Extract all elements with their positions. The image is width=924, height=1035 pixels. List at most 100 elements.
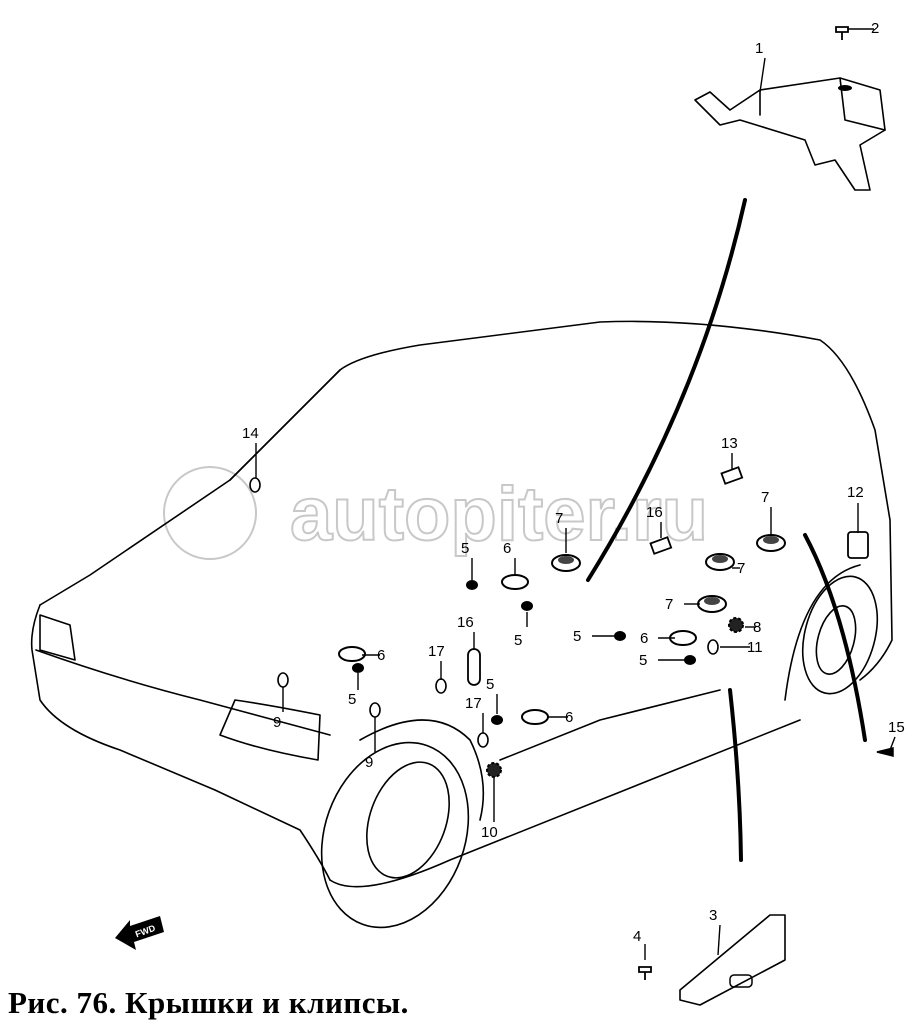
callout-number: 6 [377, 647, 385, 664]
callout-13: 13 [721, 435, 738, 470]
callout-6: 6 [362, 647, 385, 664]
part-cap [338, 646, 366, 662]
part-dot [466, 580, 478, 590]
callout-5: 5 [348, 673, 359, 708]
callout-number: 6 [503, 540, 511, 557]
part-cap [521, 709, 549, 725]
part-patch [847, 531, 869, 559]
callout-number: 5 [486, 676, 494, 693]
part-dot [614, 631, 626, 641]
callout-number: 8 [753, 619, 761, 636]
callout-number: 7 [555, 510, 563, 527]
callout-number: 15 [888, 719, 905, 736]
callout-number: 14 [242, 425, 259, 442]
callout-15: 15 [888, 719, 905, 751]
callout-number: 4 [633, 928, 641, 945]
callout-number: 9 [273, 714, 281, 731]
callout-number: 16 [457, 614, 474, 631]
part-oval [369, 702, 381, 718]
clip-parts [249, 26, 894, 980]
callout-number: 5 [514, 632, 522, 649]
callout-11: 11 [720, 639, 763, 656]
callout-number: 3 [709, 907, 717, 924]
callout-4: 4 [633, 928, 646, 960]
part-oval [277, 672, 289, 688]
part-cap [501, 574, 529, 590]
callout-1: 1 [755, 40, 766, 93]
part-dot [352, 663, 364, 673]
callout-7: 7 [665, 596, 700, 613]
part-long [467, 648, 481, 686]
callout-6: 6 [640, 630, 675, 647]
part-gear [486, 762, 502, 778]
callout-16: 16 [457, 614, 475, 650]
forward-arrow-icon: FWD [115, 916, 164, 950]
part-plate-3 [679, 914, 786, 1006]
callout-number: 7 [761, 489, 769, 506]
part-clip [876, 747, 894, 757]
callout-number: 5 [461, 540, 469, 557]
part-screw [638, 966, 652, 980]
callout-5: 5 [639, 652, 684, 669]
callout-12: 12 [847, 484, 864, 533]
part-oval [249, 477, 261, 493]
callout-number: 13 [721, 435, 738, 452]
part-sq [649, 536, 673, 555]
callout-number: 10 [481, 824, 498, 841]
part-sq [720, 466, 744, 485]
part-oval [435, 678, 447, 694]
callout-8: 8 [745, 619, 761, 636]
callout-number: 7 [737, 560, 745, 577]
part-gear [728, 617, 744, 633]
callout-5: 5 [514, 612, 528, 649]
callout-6: 6 [548, 709, 573, 726]
callout-5: 5 [573, 628, 614, 645]
callout-17: 17 [428, 643, 445, 680]
figure-caption: Рис. 76. Крышки и клипсы. [8, 985, 409, 1020]
leader-line [759, 57, 766, 93]
callout-number: 17 [428, 643, 445, 660]
callout-number: 5 [573, 628, 581, 645]
part-oval [477, 732, 489, 748]
callout-number: 1 [755, 40, 763, 57]
callout-6: 6 [503, 540, 516, 575]
leader-line [889, 736, 896, 751]
callout-5: 5 [461, 540, 473, 580]
roof-molding [586, 198, 747, 582]
callout-3: 3 [709, 907, 721, 956]
watermark-text: autopiter.ru [290, 472, 708, 557]
callout-number: 16 [646, 504, 663, 521]
callout-14: 14 [242, 425, 259, 478]
callout-number: 6 [640, 630, 648, 647]
door-molding [728, 688, 743, 862]
callout-17: 17 [465, 695, 484, 733]
part-dot [684, 655, 696, 665]
callout-7: 7 [732, 560, 745, 577]
callout-9: 9 [273, 687, 284, 731]
callout-5: 5 [486, 676, 498, 714]
rear-molding [803, 533, 867, 742]
callout-9: 9 [365, 717, 376, 771]
part-screw [835, 26, 849, 40]
callout-10: 10 [481, 778, 498, 841]
watermark: autopiter.ru [163, 466, 709, 560]
callout-7: 7 [761, 489, 772, 535]
part-dot [491, 715, 503, 725]
part-cover-1 [694, 77, 886, 191]
callout-number: 6 [565, 709, 573, 726]
callout-16: 16 [646, 504, 663, 538]
car-outline [30, 320, 893, 929]
callout-2: 2 [848, 20, 879, 37]
part-oval [707, 639, 719, 655]
callout-7: 7 [555, 510, 567, 553]
callout-number: 11 [747, 639, 763, 656]
callout-number: 9 [365, 754, 373, 771]
callout-number: 7 [665, 596, 673, 613]
leader-line [717, 924, 721, 956]
part-dot [521, 601, 533, 611]
callout-number: 17 [465, 695, 482, 712]
callout-number: 5 [639, 652, 647, 669]
